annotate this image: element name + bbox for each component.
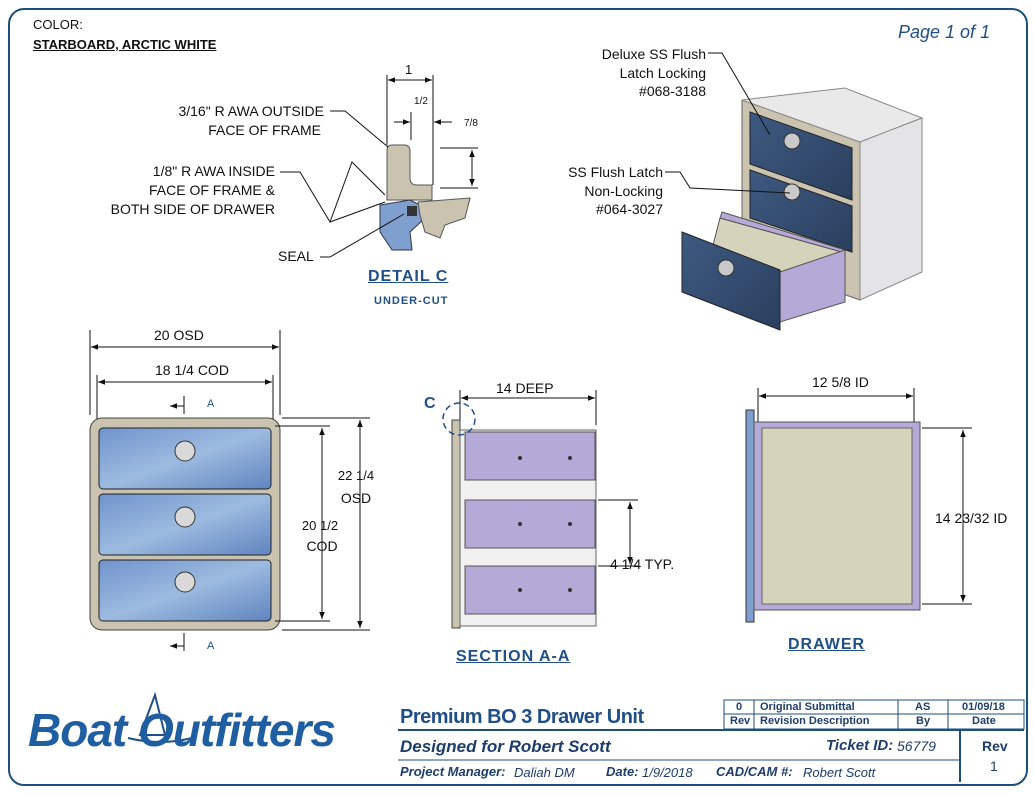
detail-title: DETAIL C bbox=[368, 268, 449, 285]
front-osd-height-1: 22 1/4 bbox=[337, 468, 375, 483]
note-outside-1: 3/16" R AWA OUTSIDE bbox=[178, 103, 324, 119]
seal-label: SEAL bbox=[278, 248, 314, 264]
detail-dim-half: 1/2 bbox=[414, 96, 428, 107]
detail-subtitle: UNDER-CUT bbox=[374, 295, 449, 307]
section-mark-bottom: A bbox=[207, 640, 215, 652]
drawing-border bbox=[8, 8, 1028, 786]
section-typ: 4 1/4 TYP. bbox=[610, 556, 675, 572]
date-label: Date: bbox=[606, 764, 639, 779]
callout-flush-2: Non-Locking bbox=[584, 183, 663, 199]
note-outside-2: FACE OF FRAME bbox=[208, 122, 321, 138]
front-view bbox=[89, 330, 370, 651]
page-number: Page 1 of 1 bbox=[898, 22, 991, 42]
designed-for: Designed for Robert Scott bbox=[400, 737, 611, 756]
product-name: Premium BO 3 Drawer Unit bbox=[400, 706, 644, 728]
note-inside-2: FACE OF FRAME & bbox=[148, 182, 275, 198]
section-mark-top: A bbox=[207, 398, 215, 410]
isometric-unit bbox=[665, 52, 924, 331]
rev-label: Rev bbox=[982, 738, 1008, 754]
callout-deluxe-2: Latch Locking bbox=[619, 65, 706, 81]
pm-value: Daliah DM bbox=[514, 765, 575, 780]
rev-value: 1 bbox=[990, 758, 998, 774]
callout-flush-3: #064-3027 bbox=[596, 201, 663, 217]
front-cod-height-2: COD bbox=[306, 538, 338, 554]
ticket-label: Ticket ID: bbox=[826, 737, 894, 754]
section-depth: 14 DEEP bbox=[496, 380, 554, 396]
rev-row-date: 01/09/18 bbox=[962, 701, 1005, 713]
note-inside-3: BOTH SIDE OF DRAWER bbox=[110, 201, 275, 217]
rev-head-date: Date bbox=[972, 715, 996, 727]
color-value: STARBOARD, ARCTIC WHITE bbox=[33, 37, 217, 52]
drawer-width: 12 5/8 ID bbox=[812, 374, 869, 390]
color-label: COLOR: bbox=[33, 17, 83, 32]
company-logo: Boat Outfitters bbox=[28, 704, 336, 756]
front-osd-height-2: OSD bbox=[340, 490, 372, 506]
cad-value: Robert Scott bbox=[803, 765, 876, 780]
rev-head-rev: Rev bbox=[730, 715, 751, 727]
pm-label: Project Manager: bbox=[400, 764, 506, 779]
callout-deluxe-1: Deluxe SS Flush bbox=[601, 46, 706, 62]
detail-c-drawing bbox=[280, 75, 478, 258]
section-title: SECTION A-A bbox=[456, 648, 571, 665]
drawer-height: 14 23/32 ID bbox=[935, 510, 1008, 526]
detail-dim-top: 1 bbox=[405, 62, 413, 77]
rev-head-desc: Revision Description bbox=[760, 715, 870, 727]
ticket-value: 56779 bbox=[897, 738, 936, 754]
rev-head-by: By bbox=[916, 715, 931, 727]
front-cod-width: 18 1/4 COD bbox=[155, 362, 229, 378]
rev-row-by: AS bbox=[915, 701, 931, 713]
title-block-lines bbox=[127, 691, 1025, 782]
front-osd-width: 20 OSD bbox=[154, 327, 204, 343]
section-view bbox=[442, 390, 638, 629]
rev-row-desc: Original Submittal bbox=[760, 701, 855, 713]
section-c-mark: C bbox=[424, 395, 436, 412]
detail-dim-78: 7/8 bbox=[464, 118, 478, 129]
drawer-view bbox=[745, 388, 972, 623]
callout-deluxe-3: #068-3188 bbox=[639, 83, 706, 99]
front-cod-height-1: 20 1/2 bbox=[301, 518, 339, 533]
rev-row-rev: 0 bbox=[736, 701, 743, 713]
date-value: 1/9/2018 bbox=[642, 765, 693, 780]
cad-label: CAD/CAM #: bbox=[716, 764, 793, 779]
callout-flush-1: SS Flush Latch bbox=[568, 164, 663, 180]
note-inside-1: 1/8" R AWA INSIDE bbox=[152, 163, 275, 179]
drawer-title: DRAWER bbox=[788, 636, 866, 653]
